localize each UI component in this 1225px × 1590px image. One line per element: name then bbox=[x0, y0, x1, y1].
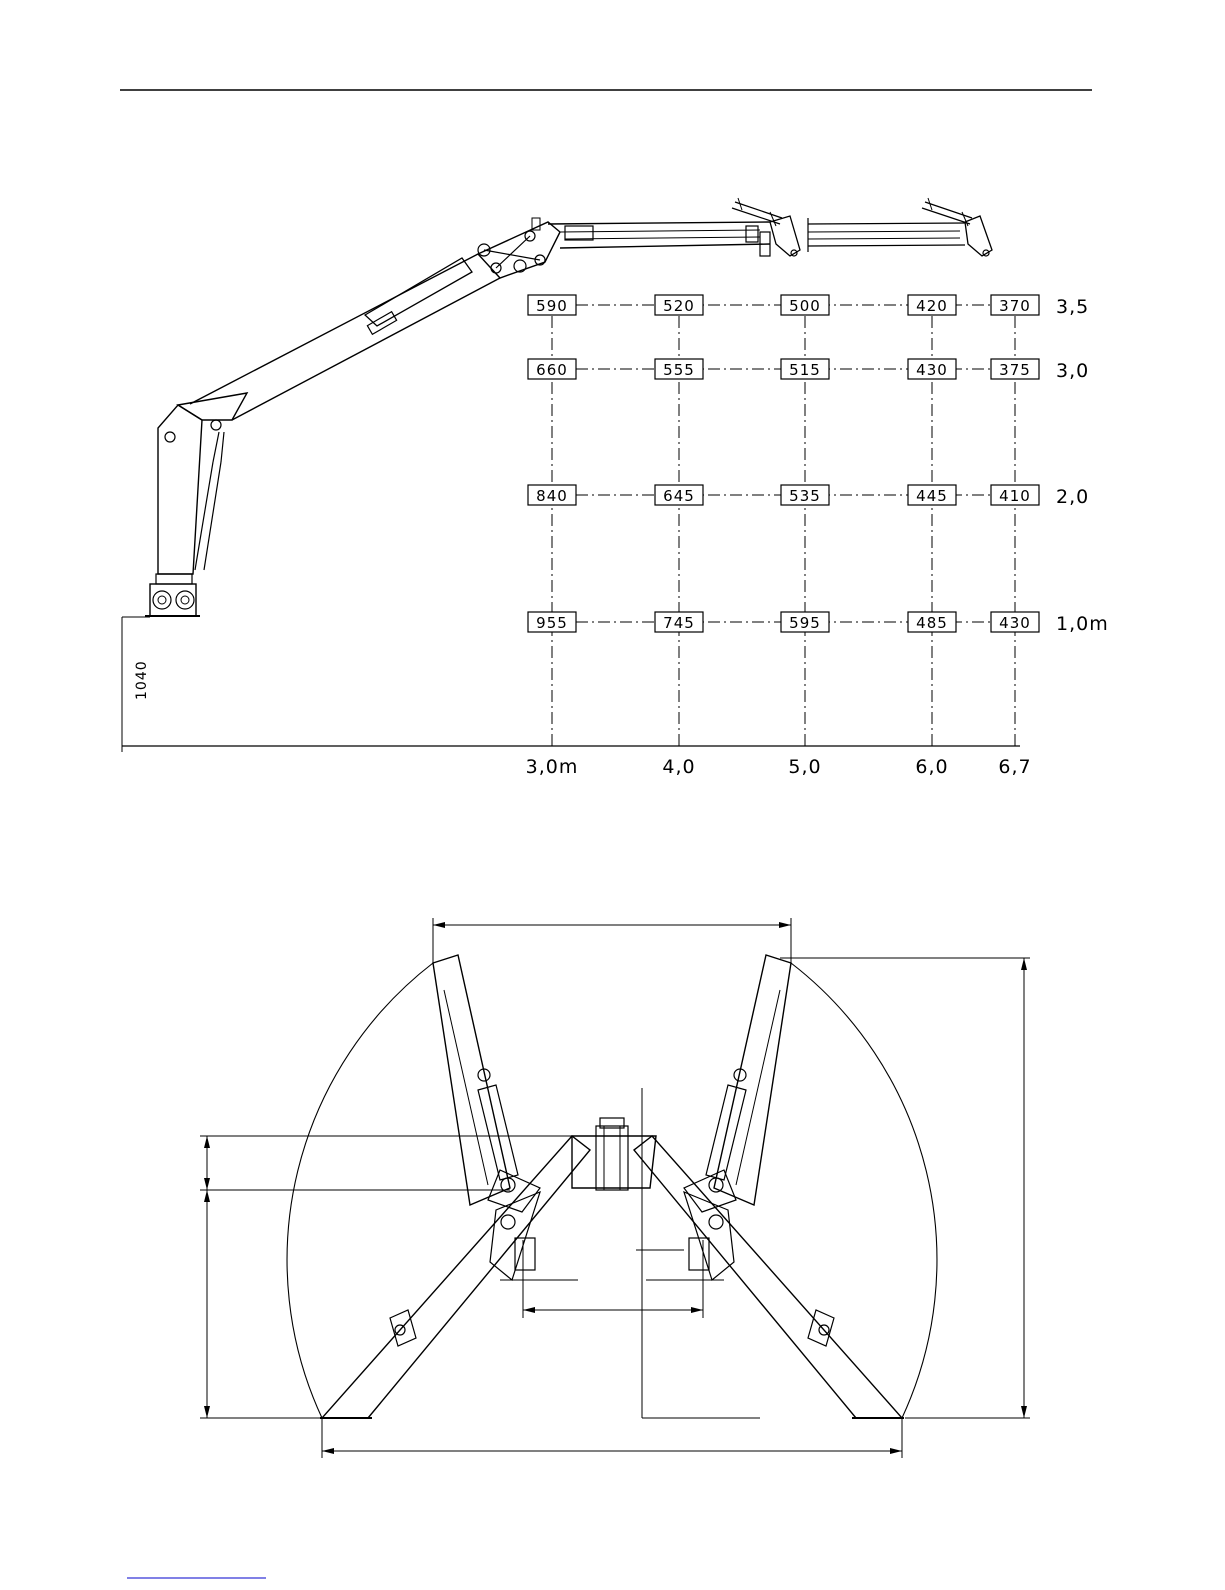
load-row-1-0: 955 745 595 485 430 1,0m bbox=[528, 612, 1109, 635]
load-cell: 500 bbox=[789, 297, 821, 315]
load-cell: 445 bbox=[916, 487, 948, 505]
load-cell: 375 bbox=[999, 361, 1031, 379]
load-row-3-5: 590 520 500 420 370 3,5 bbox=[528, 295, 1089, 318]
load-cell: 520 bbox=[663, 297, 695, 315]
reach-label: 5,0 bbox=[788, 756, 821, 778]
load-cell: 430 bbox=[999, 614, 1031, 632]
load-cell: 370 bbox=[999, 297, 1031, 315]
load-cell: 535 bbox=[789, 487, 821, 505]
load-cell: 595 bbox=[789, 614, 821, 632]
load-row-2-0: 840 645 535 445 410 2,0 bbox=[528, 485, 1089, 508]
crane-side-view: 1040 bbox=[122, 198, 1020, 752]
load-cell: 420 bbox=[916, 297, 948, 315]
load-cell: 840 bbox=[536, 487, 568, 505]
stabilizer-front-view bbox=[200, 918, 1030, 1458]
reach-label: 3,0m bbox=[526, 756, 579, 778]
load-cell: 645 bbox=[663, 487, 695, 505]
load-cell: 555 bbox=[663, 361, 695, 379]
load-cell: 410 bbox=[999, 487, 1031, 505]
load-cell: 955 bbox=[536, 614, 568, 632]
load-cell: 660 bbox=[536, 361, 568, 379]
load-cell: 485 bbox=[916, 614, 948, 632]
height-label: 2,0 bbox=[1056, 486, 1089, 508]
load-cell: 590 bbox=[536, 297, 568, 315]
base-height-dimension: 1040 bbox=[134, 660, 150, 700]
load-cell: 745 bbox=[663, 614, 695, 632]
height-label: 3,0 bbox=[1056, 360, 1089, 382]
load-chart: 590 520 500 420 370 3,5 660 555 515 430 … bbox=[526, 295, 1109, 778]
reach-label: 4,0 bbox=[662, 756, 695, 778]
load-cell: 515 bbox=[789, 361, 821, 379]
load-row-3-0: 660 555 515 430 375 3,0 bbox=[528, 359, 1089, 382]
reach-label: 6,7 bbox=[998, 756, 1031, 778]
reach-label: 6,0 bbox=[915, 756, 948, 778]
load-cell: 430 bbox=[916, 361, 948, 379]
height-label: 3,5 bbox=[1056, 296, 1089, 318]
height-label: 1,0m bbox=[1056, 613, 1109, 635]
